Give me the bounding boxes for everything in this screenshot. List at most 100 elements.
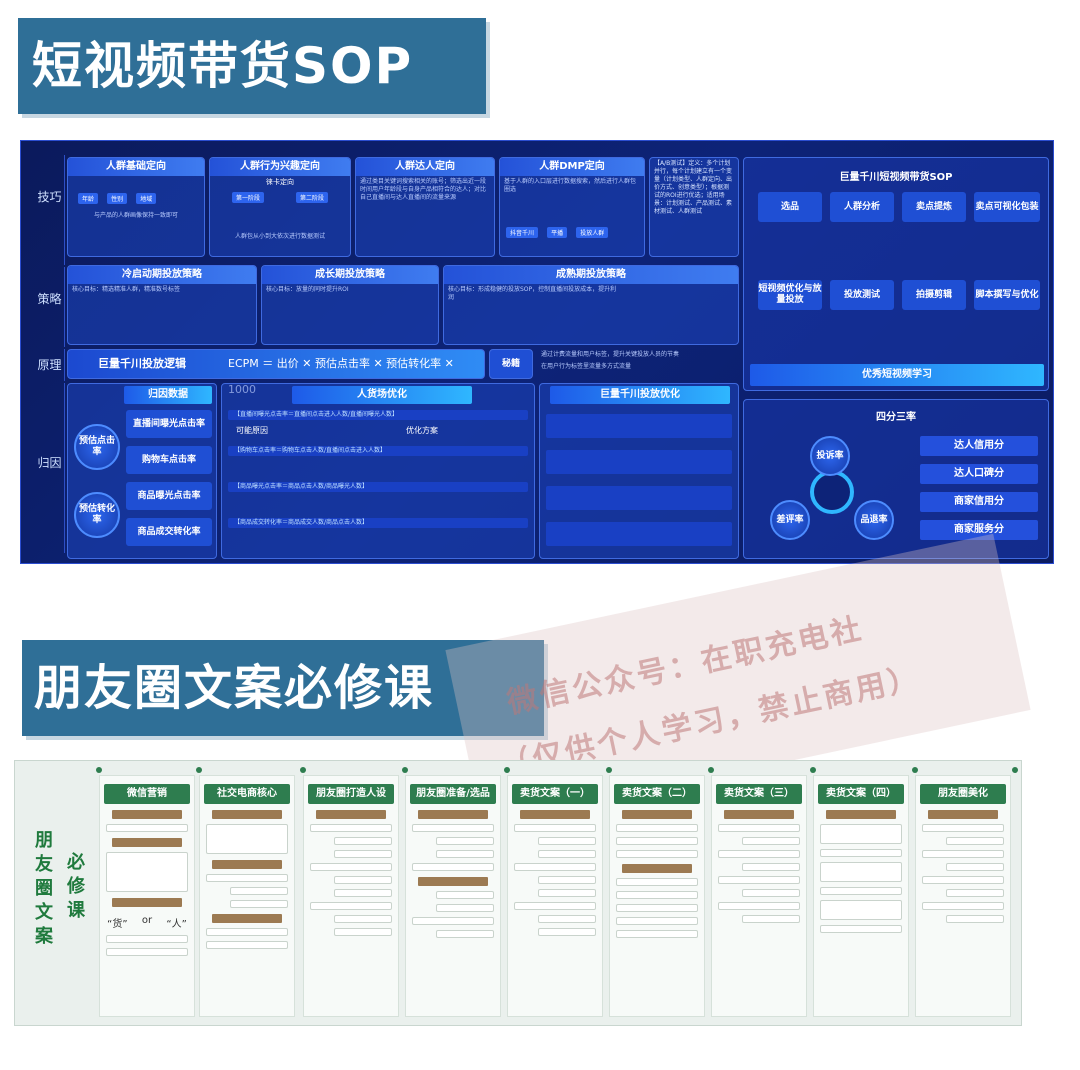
secret-note-1: 通过计费流量和用户标签，提升关键投放人员的节奏 [541, 351, 680, 358]
strategy-cold-title: 冷启动期投放策略 [68, 266, 256, 284]
crowd-row-1: 【直播间曝光点击率＝直播间点击进入人数/直播间曝光人数】 [228, 410, 528, 420]
target-interest-sub: 徕卡定向 [266, 178, 294, 186]
col-title: 朋友圈美化 [920, 784, 1006, 804]
chip-stage-2: 第二阶段 [295, 192, 328, 203]
side-label-attribution: 归因 [35, 383, 65, 553]
card-shoot: 拍摄剪辑 [902, 280, 966, 310]
score-kol-credit: 达人信用分 [920, 436, 1038, 456]
rate-bad-review: 差评率 [770, 500, 810, 540]
side-char-8: 课 [67, 900, 85, 921]
target-interest-note: 人群包从小到大依次进行数据测试 [234, 233, 325, 240]
strategy-cold-note: 核心目标：精选精准人群，精准数号标签 [72, 286, 181, 293]
col-social-core: 社交电商核心 [199, 775, 295, 1017]
item-product-cvr: 商品成交转化率 [126, 518, 212, 546]
qianchuan-optimize-box: 巨量千川投放优化 [539, 383, 739, 559]
strategy-mature-title: 成熟期投放策略 [444, 266, 738, 284]
side-char-6: 必 [67, 852, 85, 873]
center-ring-icon [810, 470, 854, 514]
item-cart-ctr: 购物车点击率 [126, 446, 212, 474]
four-three-title: 四分三率 [876, 412, 916, 423]
moments-infographic: 朋 友 圈 文 案 必 修 课 微信营销 “货” or “人” 社交电商核心 朋… [14, 760, 1022, 1026]
crowd-row-2: 【购物车点击率＝购物车点击人数/直播间点击进入人数】 [228, 446, 528, 456]
secret-notes: 通过计费流量和用户标签，提升关键投放人员的节奏 在用户行为标签里流量多方式流量 [537, 349, 739, 379]
target-basic-title: 人群基础定向 [68, 158, 204, 176]
circle-cvr: 预估转化率 [74, 492, 120, 538]
qc-row-2 [546, 450, 732, 474]
chip-stage-1: 第一阶段 [231, 192, 264, 203]
target-basic-note: 与产品的人群画像保持一致即可 [93, 212, 178, 219]
secret-badge: 秘籍 [489, 349, 533, 379]
formula-label: 巨量千川投放逻辑 [98, 357, 186, 370]
attribution-title: 归因数据 [124, 386, 212, 404]
right-sop-box: 巨量千川短视频带货SOP 选品 人群分析 卖点提炼 卖点可视化包装 短视频优化与… [743, 157, 1049, 391]
col-copy-3: 卖货文案（三） [711, 775, 807, 1017]
side-char-4: 文 [35, 902, 53, 923]
col-beautify: 朋友圈美化 [915, 775, 1011, 1017]
secret-note-2: 在用户行为标签里流量多方式流量 [541, 363, 632, 370]
card-optimize: 短视频优化与放量投放 [758, 280, 822, 310]
target-kol: 人群达人定向 通过类目关键词搜索相关的账号；筛选出近一段时间用户年龄段与自身产品… [355, 157, 495, 257]
target-interest-title: 人群行为兴趣定向 [210, 158, 350, 176]
card-test: 投放测试 [830, 280, 894, 310]
target-kol-title: 人群达人定向 [356, 158, 494, 176]
formula-bar: 巨量千川投放逻辑 ECPM ＝ 出价 ✕ 预估点击率 ✕ 预估转化率 ✕ 100… [67, 349, 485, 396]
col-title: 朋友圈准备/选品 [410, 784, 496, 804]
score-kol-reputation: 达人口碑分 [920, 464, 1038, 484]
strategy-cold: 冷启动期投放策略 核心目标：精选精准人群，精准数号标签 [67, 265, 257, 345]
tag-reason: 可能原因 [236, 426, 268, 435]
col-title: 卖货文案（二） [614, 784, 700, 804]
col-persona: 朋友圈打造人设 [303, 775, 399, 1017]
chip-age: 年龄 [78, 193, 99, 204]
side-char-2: 友 [35, 854, 53, 875]
card-visual: 卖点可视化包装 [974, 192, 1040, 222]
chip-dmp-2: 平播 [547, 227, 568, 238]
card-script: 脚本撰写与优化 [974, 280, 1040, 310]
ab-test-note: 【A/B测试】定义：多个计划并行，每个计划建立有一个变量（计划类型、人群定向、出… [654, 160, 733, 215]
col-title: 微信营销 [104, 784, 190, 804]
col-title: 卖货文案（一） [512, 784, 598, 804]
crowd-row-3: 【商品曝光点击率＝商品点击人数/商品曝光人数】 [228, 482, 528, 492]
side-char-7: 修 [67, 876, 85, 897]
col-copy-2: 卖货文案（二） [609, 775, 705, 1017]
strategy-growth-title: 成长期投放策略 [262, 266, 438, 284]
target-interest: 人群行为兴趣定向 徕卡定向 第一阶段 第二阶段 人群包从小到大依次进行数据测试 [209, 157, 351, 257]
qc-row-3 [546, 486, 732, 510]
side-label-strategy: 策略 [35, 267, 65, 347]
col-title: 朋友圈打造人设 [308, 784, 394, 804]
attribution-box: 归因数据 预估点击率 预估转化率 直播间曝光点击率 购物车点击率 商品曝光点击率… [67, 383, 217, 559]
side-char-5: 案 [35, 926, 53, 947]
col-wechat-marketing: 微信营销 “货” or “人” [99, 775, 195, 1017]
crowd-row-4: 【商品成交转化率＝商品成交人数/商品点击人数】 [228, 518, 528, 528]
four-three-box: 四分三率 投诉率 差评率 品退率 达人信用分 达人口碑分 商家信用分 商家服务分 [743, 399, 1049, 559]
target-kol-note: 通过类目关键词搜索相关的账号；筛选出近一段时间用户年龄段与自身产品相符合的达人；… [360, 178, 487, 201]
target-dmp-note: 基于人群的入口层进行数据搜索，然后进行人群包圈选 [504, 178, 637, 193]
sop-banner-title: 短视频带货SOP [18, 18, 486, 114]
huo-label: “货” [107, 919, 128, 930]
chip-dmp-1: 抖音千川 [506, 227, 539, 238]
strategy-growth: 成长期投放策略 核心目标：放量的同时提升ROI [261, 265, 439, 345]
col-title: 卖货文案（三） [716, 784, 802, 804]
side-label-skills: 技巧 [35, 155, 65, 265]
qc-row-4 [546, 522, 732, 546]
ren-label: “人” [166, 919, 187, 930]
secret-label: 秘籍 [501, 359, 520, 369]
col-copy-4: 卖货文案（四） [813, 775, 909, 1017]
side-char-1: 朋 [35, 830, 53, 851]
score-merchant-service: 商家服务分 [920, 520, 1038, 540]
col-prep: 朋友圈准备/选品 [405, 775, 501, 1017]
strategy-mature: 成熟期投放策略 核心目标：形成稳健的投放SOP，控制直播间投放成本，提升利润 [443, 265, 739, 345]
target-basic: 人群基础定向 年龄 性别 地域 与产品的人群画像保持一致即可 [67, 157, 205, 257]
moments-banner-title: 朋友圈文案必修课 [22, 640, 544, 736]
chip-gender: 性别 [107, 193, 128, 204]
target-dmp: 人群DMP定向 基于人群的入口层进行数据搜索，然后进行人群包圈选 抖音千川 平播… [499, 157, 645, 257]
item-room-ctr: 直播间曝光点击率 [126, 410, 212, 438]
crowd-optimize-box: 人货场优化 【直播间曝光点击率＝直播间点击进入人数/直播间曝光人数】 【购物车点… [221, 383, 535, 559]
rate-return: 品退率 [854, 500, 894, 540]
col-copy-1: 卖货文案（一） [507, 775, 603, 1017]
card-crowd: 人群分析 [830, 192, 894, 222]
sop-infographic: 技巧 策略 原理 归因 人群基础定向 年龄 性别 地域 与产品的人群画像保持一致… [20, 140, 1054, 564]
qc-row-1 [546, 414, 732, 438]
ab-test-box: 【A/B测试】定义：多个计划并行，每个计划建立有一个变量（计划类型、人群定向、出… [649, 157, 739, 257]
strategy-mature-note: 核心目标：形成稳健的投放SOP，控制直播间投放成本，提升利润 [448, 286, 617, 301]
col-title: 社交电商核心 [204, 784, 290, 804]
